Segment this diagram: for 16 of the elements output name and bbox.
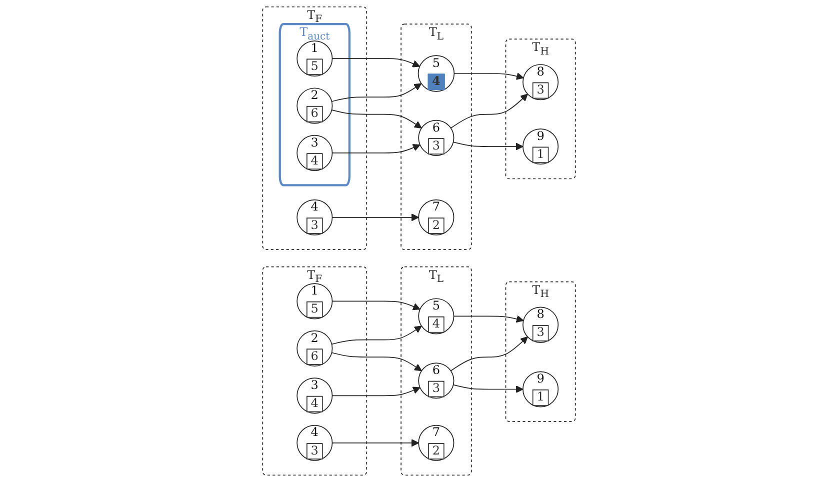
- arrow: [450, 336, 528, 372]
- arrow: [331, 326, 422, 345]
- arrow: [453, 315, 524, 323]
- arrow: [332, 300, 420, 310]
- arrow: [332, 144, 420, 154]
- arrow: [332, 439, 419, 447]
- arrow: [452, 384, 524, 394]
- arrow: [454, 72, 524, 80]
- arrow: [331, 352, 422, 372]
- arrow: [331, 83, 422, 102]
- arrow: [332, 386, 420, 396]
- arrow: [332, 58, 420, 68]
- arrow: [452, 142, 524, 150]
- arrow: [331, 110, 422, 128]
- arrow: [332, 214, 419, 222]
- arrow: [450, 94, 528, 129]
